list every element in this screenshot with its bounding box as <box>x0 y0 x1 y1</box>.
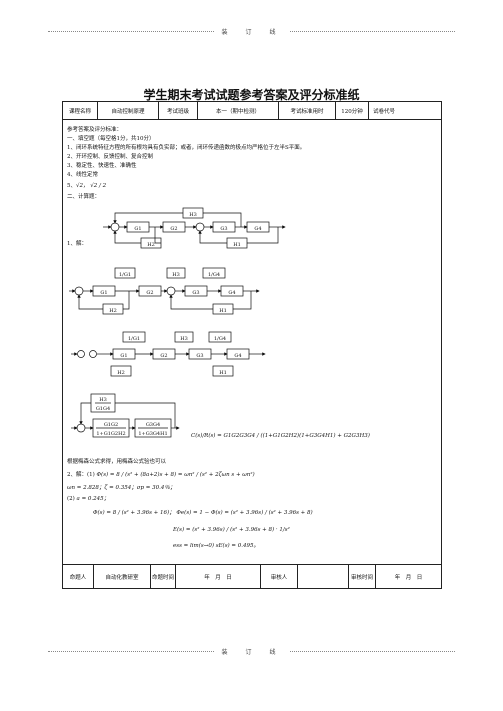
eq-a-prefix: (2) <box>67 496 75 502</box>
diag4-g3g4: G3G4 <box>146 422 160 428</box>
code-label: 试卷代号 <box>373 108 396 115</box>
solve-2-label: 2、解：(1) Φ(s) = 8 / (s² + (8a+2)s + 8) = … <box>67 471 255 479</box>
eq-params: ωn = 2.828；ζ = 0.354；σp = 30.4％； <box>67 485 176 491</box>
diag3-g3: G3 <box>196 353 203 359</box>
diag1-h1: H1 <box>233 242 241 248</box>
diag4-loop2: 1+G3G4H1 <box>138 431 167 437</box>
author-value: 自动化教研室 <box>94 565 151 588</box>
date-value: 年 月 日 <box>176 565 261 588</box>
binding-line-top: 装 订 线 <box>40 26 463 36</box>
class-value: 本一（期中检测） <box>198 102 279 119</box>
binding-line-bottom: 装 订 线 <box>40 646 463 656</box>
footer-row: 命题人 自动化教研室 命题时间 年 月 日 审核人 审核时间 年 月 日 <box>62 565 442 589</box>
answer-4: 4、线性定常 <box>67 172 98 178</box>
answer-intro: 参考答案及评分标准： <box>67 127 123 133</box>
diag3-inv-g1: 1/G1 <box>128 336 140 342</box>
diag4-g1g2: G1G2 <box>104 422 118 428</box>
diag2-h1: H1 <box>219 308 227 314</box>
answer-5: 5、√2， √2 / 2 <box>67 182 106 190</box>
diag2-h3: H3 <box>172 272 180 278</box>
answer-5-value: √2， √2 / 2 <box>76 183 107 189</box>
eq-phi: Φ(s) = 8 / (s² + (8a+2)s + 8) = ωn² / (s… <box>96 472 255 478</box>
date-label: 命题时间 <box>151 565 176 588</box>
diag4-h3: H3 <box>99 397 107 403</box>
review-value: 年 月 日 <box>394 574 423 581</box>
page-title: 学生期末考试试题参考答案及评分标准纸 <box>143 88 360 102</box>
diag4-loop1: 1+G1G2H2 <box>96 431 125 437</box>
diag1-g2: G2 <box>170 226 177 232</box>
transfer-function: C(s)/R(s) = G1G2G3G4 / ((1+G1G2H2)(1+G3G… <box>191 433 370 439</box>
section-fill-blanks: 一、填空题（每空格1分，共10分） <box>67 136 155 142</box>
review-label: 审核时间 <box>349 565 376 588</box>
course-value: 自动控制原理 <box>98 102 159 119</box>
diag2-g2: G2 <box>146 290 153 296</box>
class-label: 考试班级 <box>159 102 198 119</box>
mason-note: 根据梅森公式求得，用梅森公式验也可以 <box>67 459 167 465</box>
answer-5-prefix: 5、 <box>67 183 76 189</box>
diag3-inv-g4: 1/G4 <box>214 336 226 342</box>
diag3-h1: H1 <box>219 370 227 376</box>
solve-1-label: 1、解： <box>67 241 87 247</box>
eq-a: a = 0.245； <box>76 496 110 502</box>
diag3-h3: H3 <box>180 336 188 342</box>
answer-2: 2、开环控制、反馈控制、复合控制 <box>67 154 154 160</box>
diag1-g4: G4 <box>254 226 261 232</box>
time-label: 考试标准用时 <box>279 102 336 119</box>
diag2-g3: G3 <box>192 290 199 296</box>
diag1-g3: G3 <box>220 226 227 232</box>
solve-2-prefix: 2、解：(1) <box>67 472 95 478</box>
answer-1: 1、闭环系统特征方程的所有根均具有负实部；或者，闭环传递函数的极点均严格位于左半… <box>67 145 306 151</box>
eq-steady-state: ess = lim(s→0) sE(s) = 0.495。 <box>173 543 260 549</box>
eq-a-line: (2) a = 0.245； <box>67 495 109 503</box>
header-row: 课程名称 自动控制原理 考试班级 本一（期中检测） 考试标准用时 120分钟 试… <box>63 102 441 120</box>
diag3-g4: G4 <box>234 353 241 359</box>
author-label: 命题人 <box>63 565 94 588</box>
diag2-inv-g4: 1/G4 <box>208 272 220 278</box>
diag3-g2: G2 <box>160 353 167 359</box>
answer-3: 3、稳定性、快速性、准确性 <box>67 163 137 169</box>
block-diagrams: H3 G1 G2 G3 G4 H2 H1 1/G1 H3 1/G4 G1 G2 … <box>69 207 286 438</box>
diag1-h2: H2 <box>147 242 155 248</box>
reviewer-label: 审核人 <box>261 565 298 588</box>
diag3-g1: G1 <box>120 353 127 359</box>
section-calc: 二、计算题： <box>67 194 101 200</box>
diag2-g4: G4 <box>228 290 235 296</box>
answer-sheet: 课程名称 自动控制原理 考试班级 本一（期中检测） 考试标准用时 120分钟 试… <box>62 101 442 565</box>
reviewer-value <box>298 565 349 588</box>
eq-error: E(s) = (s² + 3.96s) / (s² + 3.96s + 8) ·… <box>173 527 290 533</box>
diag2-g1: G1 <box>100 290 107 296</box>
diag1-h3: H3 <box>189 212 197 218</box>
diag3-h2: H2 <box>117 370 125 376</box>
eq-phi2: Φ(s) = 8 / (s² + 3.96s + 16)； Φe(s) = 1 … <box>93 510 313 516</box>
diag2-inv-g1: 1/G1 <box>119 272 131 278</box>
time-value: 120分钟 <box>336 102 369 119</box>
diag4-g1g4: G1G4 <box>96 406 110 412</box>
course-label: 课程名称 <box>63 102 98 119</box>
diag2-h2: H2 <box>109 308 117 314</box>
diag1-g1: G1 <box>134 226 141 232</box>
